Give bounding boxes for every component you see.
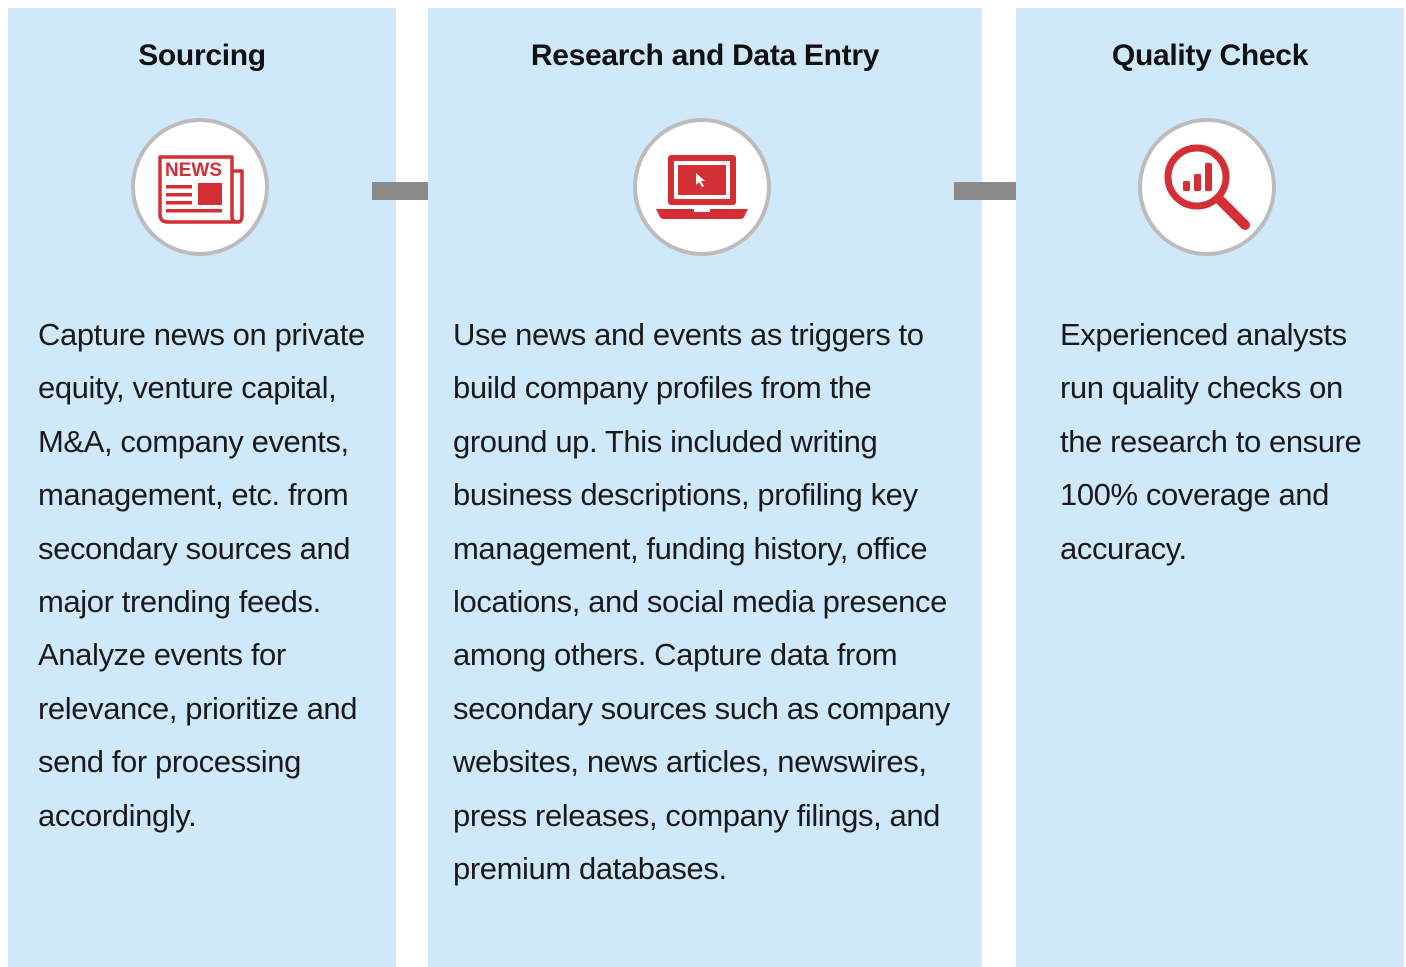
step-panel-quality-check: Quality Check Experienced analysts run q… (1016, 8, 1404, 967)
step-title: Sourcing (138, 39, 266, 72)
icon-circle: NEWS (131, 118, 269, 256)
step-panel-sourcing: Sourcing NEWS Capture news on private eq… (8, 8, 396, 967)
step-description: Experienced analysts run quality checks … (1060, 317, 1362, 566)
magnifier-chart-icon (1164, 144, 1250, 230)
icon-circle (633, 118, 771, 256)
step-description: Use news and events as triggers to build… (453, 317, 950, 887)
newspaper-icon: NEWS (158, 155, 244, 224)
step-title: Quality Check (1111, 39, 1309, 72)
step-panel-research: Research and Data Entry Use news and eve… (428, 8, 982, 967)
news-label: NEWS (165, 160, 222, 181)
icon-circle (1138, 118, 1276, 256)
laptop-icon (656, 155, 748, 219)
step-title: Research and Data Entry (530, 39, 880, 72)
step-description: Capture news on private equity, venture … (38, 317, 365, 833)
